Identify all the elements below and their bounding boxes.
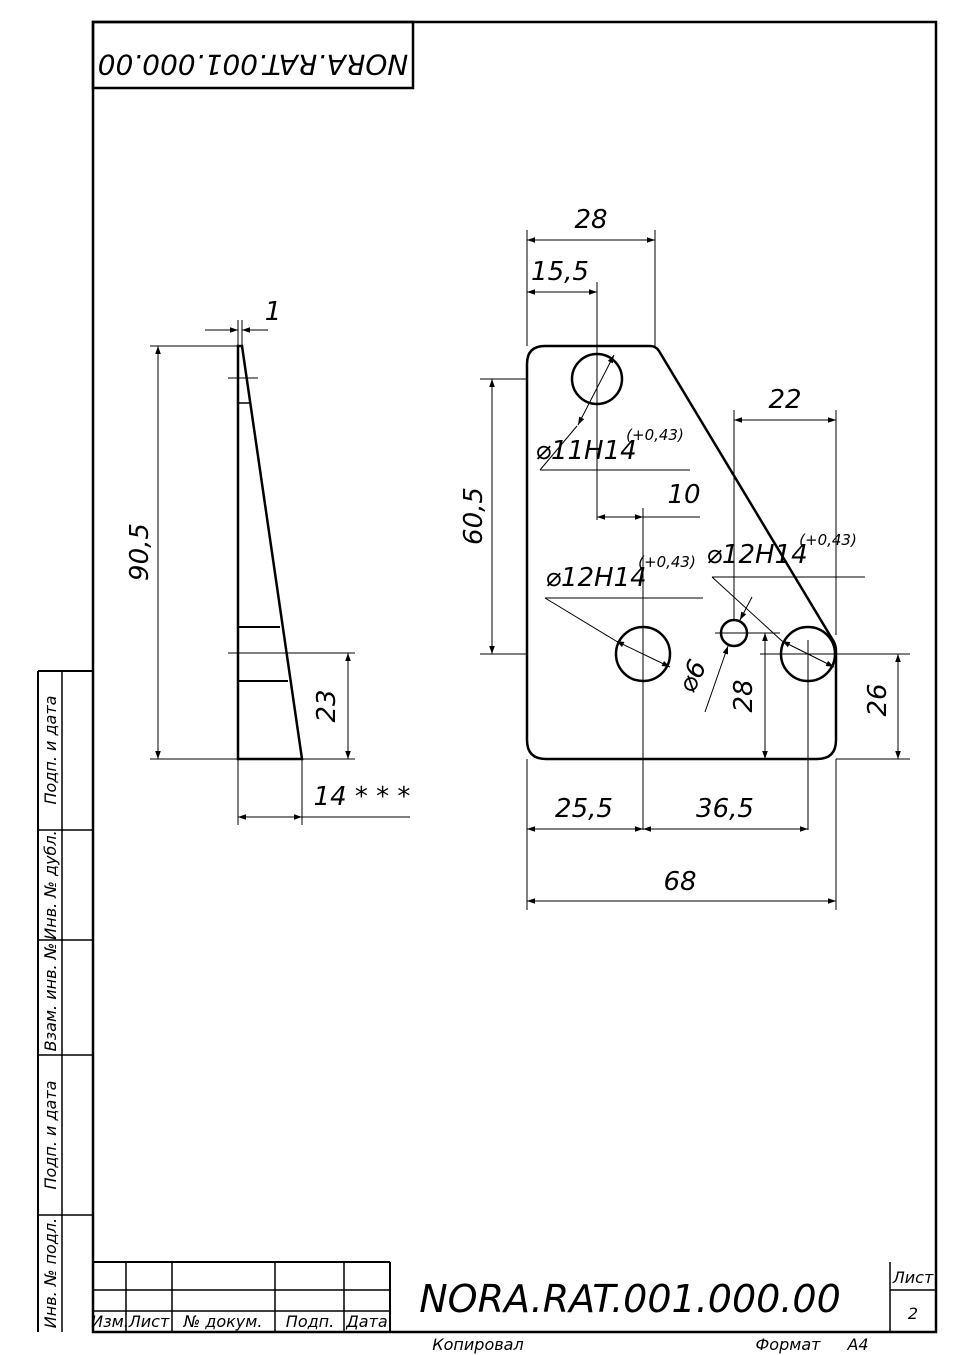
side-label-sign-date-1: Подп. и дата (41, 696, 60, 805)
dim-side-bottom-width: 14 * * * (314, 782, 411, 812)
title-col-list: Лист (128, 1312, 170, 1331)
dim-left-hole-offset: 25,5 (555, 794, 613, 824)
side-label-sign-date-2: Подп. и дата (41, 1081, 60, 1190)
callout-hole-upper-dia: ⌀11H14 (535, 436, 636, 466)
side-strip: Подп. и дата Инв. № дубл. Взам. инв. № П… (41, 696, 60, 1329)
front-view-outline (525, 344, 838, 761)
front-view: 28 15,5 60,5 22 10 28 26 25,5 36,5 68 ⌀1… (459, 205, 910, 910)
callout-hole-lower-right-dia: ⌀12H14 (706, 540, 807, 570)
copied-label: Копировал (432, 1335, 523, 1354)
side-label-dup-inv: Инв. № дубл. (41, 830, 60, 939)
dim-hole-step: 10 (667, 480, 700, 510)
document-code: NORA.RAT.001.000.00 (419, 1277, 841, 1321)
side-label-orig-inv: Инв. № подл. (41, 1218, 60, 1328)
dim-right-offset: 22 (768, 385, 801, 415)
format-label: Формат (756, 1335, 822, 1354)
side-view: 1 90,5 23 14 * * * (125, 297, 410, 825)
title-col-sign: Подп. (286, 1312, 334, 1331)
mirrored-code: NORA.RAT.001.000.00 (98, 48, 409, 81)
title-block: Изм. Лист № докум. Подп. Дата NORA.RAT.0… (91, 1261, 936, 1354)
side-label-replace-inv: Взам. инв. № (41, 943, 60, 1052)
dim-side-top-thickness: 1 (265, 297, 282, 327)
sheet-number: 2 (908, 1304, 918, 1323)
callout-hole-upper-tol: (+0,43) (626, 426, 684, 444)
format-value: A4 (846, 1335, 868, 1354)
callout-hole-lower-left-tol: (+0,43) (638, 553, 696, 571)
mirrored-code-box: NORA.RAT.001.000.00 (91, 20, 415, 90)
dim-side-lower-height: 23 (312, 689, 342, 722)
dim-total-width: 68 (663, 867, 696, 897)
callout-hole-small-dia: ⌀6 (672, 655, 713, 697)
dim-height: 60,5 (459, 487, 489, 545)
dim-right-hole-height: 26 (863, 683, 893, 716)
front-view-dimension-lines (480, 230, 910, 910)
dim-right-hole-spacing: 36,5 (696, 794, 754, 824)
title-col-doc: № докум. (183, 1312, 263, 1331)
title-col-izm: Изм. (91, 1312, 129, 1331)
dim-hole1-offset: 15,5 (531, 257, 589, 287)
dim-small-hole-height: 28 (729, 679, 759, 712)
dim-top-width: 28 (574, 205, 607, 235)
callout-hole-lower-left-dia: ⌀12H14 (545, 563, 646, 593)
side-view-dimensions (150, 320, 410, 825)
sheet-frame (37, 20, 938, 1334)
dim-side-height: 90,5 (125, 523, 155, 581)
title-col-date: Дата (345, 1312, 387, 1331)
callout-hole-lower-right-tol: (+0,43) (799, 531, 857, 549)
sheet-label: Лист (892, 1268, 934, 1287)
